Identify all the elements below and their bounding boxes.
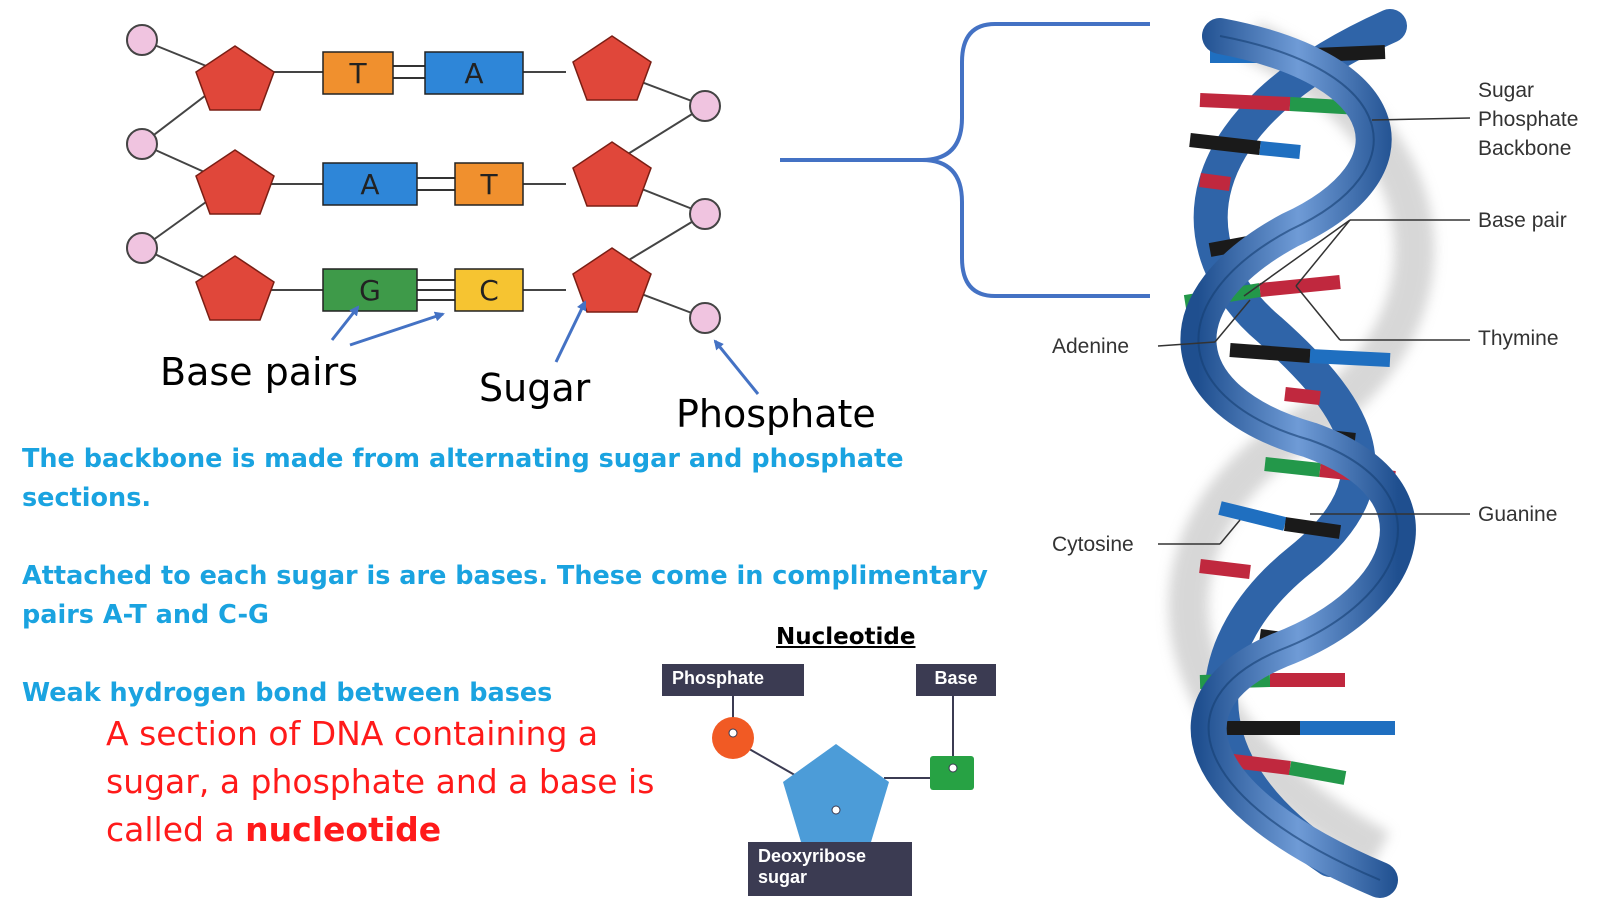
- sugar-pentagon: [195, 255, 275, 321]
- nucleotide-base-tag: Base: [916, 664, 996, 696]
- note-bases-line2: pairs A-T and C-G: [22, 600, 269, 630]
- phosphate-circle: [689, 90, 721, 122]
- nucleotide-base-square: [930, 756, 974, 790]
- base-rect-right-1: [424, 51, 524, 95]
- nucleotide-sugar-tag-line1: Deoxyribose: [758, 846, 867, 866]
- base-letter: A: [360, 168, 379, 201]
- phosphate-circle: [126, 232, 158, 264]
- nucleotide-sugar-pentagon: [783, 744, 889, 842]
- label-thymine: Thymine: [1478, 327, 1559, 350]
- base-rect-right-2: [454, 162, 524, 206]
- base-letters: T A A T G C: [348, 57, 498, 307]
- sugar-pentagon: [572, 141, 652, 207]
- nucleotide-phosphate-circle: [712, 717, 754, 759]
- definition-line2: sugar, a phosphate and a base is: [106, 762, 655, 801]
- note-hydrogen-bond: Weak hydrogen bond between bases: [22, 678, 553, 708]
- base-letter: T: [479, 168, 498, 201]
- base-rect-left-2: [322, 162, 418, 206]
- phosphate-circle: [126, 128, 158, 160]
- nucleotide-title: Nucleotide: [776, 624, 916, 650]
- label-guanine: Guanine: [1478, 503, 1558, 526]
- label-phosphate: Phosphate: [676, 392, 876, 436]
- arrow-phosphate: [713, 339, 760, 395]
- helix-leader-lines: [1157, 117, 1471, 545]
- base-rect-right-3: [454, 268, 524, 312]
- phosphate-circle: [126, 24, 158, 56]
- sugar-pentagon: [572, 247, 652, 313]
- sugar-group: [195, 35, 652, 321]
- nucleotide-sugar-tag: Deoxyribose sugar: [748, 842, 912, 896]
- sugar-pentagon: [195, 45, 275, 111]
- zoom-bracket: [780, 22, 1150, 298]
- label-sugar: Sugar: [479, 366, 591, 410]
- label-sugar-phosphate-backbone: Sugar Phosphate Backbone: [1478, 76, 1578, 163]
- definition-line3: called a nucleotide: [106, 806, 666, 854]
- notes-block: The backbone is made from alternating su…: [22, 440, 1012, 713]
- definition-prefix: called a: [106, 810, 246, 849]
- arrow-base-pairs-2: [349, 311, 445, 347]
- phosphate-circle: [689, 198, 721, 230]
- base-letter: C: [479, 274, 499, 307]
- base-letter: G: [359, 274, 381, 307]
- nucleotide-phosphate-tag: Phosphate: [662, 664, 804, 696]
- nucleotide-phosphate-dot: [728, 728, 738, 738]
- sugar-pentagon: [572, 35, 652, 101]
- base-letter: A: [464, 57, 483, 90]
- note-bases-line1: Attached to each sugar is are bases. The…: [22, 561, 988, 591]
- base-rect-left-1: [322, 51, 394, 95]
- label-adenine: Adenine: [1052, 335, 1130, 358]
- sugar-pentagon: [195, 149, 275, 215]
- phosphate-circle: [689, 302, 721, 334]
- definition-line1: A section of DNA containing a: [106, 714, 599, 753]
- definition-block: A section of DNA containing a sugar, a p…: [106, 710, 666, 854]
- nucleotide-base-dot: [948, 763, 958, 773]
- arrow-base-pairs-1: [330, 305, 360, 341]
- label-backbone-line1: Sugar: [1478, 79, 1535, 102]
- definition-keyword: nucleotide: [245, 810, 442, 849]
- label-backbone-line2: Phosphate: [1478, 108, 1579, 131]
- label-backbone-line3: Backbone: [1478, 137, 1572, 160]
- phosphate-group-right: [689, 90, 721, 334]
- base-rect-left-3: [322, 268, 418, 312]
- note-backbone: The backbone is made from alternating su…: [22, 444, 904, 513]
- helix-rungs: [1183, 45, 1396, 785]
- pointer-arrows: [330, 300, 760, 395]
- nucleotide-sugar-tag-line2: sugar: [758, 867, 808, 887]
- arrow-sugar: [554, 300, 587, 363]
- base-letter: T: [348, 57, 367, 90]
- label-base-pair: Base pair: [1478, 209, 1567, 232]
- phosphate-group-left: [126, 24, 158, 264]
- label-base-pairs: Base pairs: [160, 350, 358, 394]
- bases: [322, 51, 524, 312]
- nucleotide-sugar-dot: [831, 805, 841, 815]
- label-cytosine: Cytosine: [1052, 533, 1134, 556]
- hydrogen-bonds: [393, 65, 455, 301]
- ribbon-edge: [1197, 35, 1399, 881]
